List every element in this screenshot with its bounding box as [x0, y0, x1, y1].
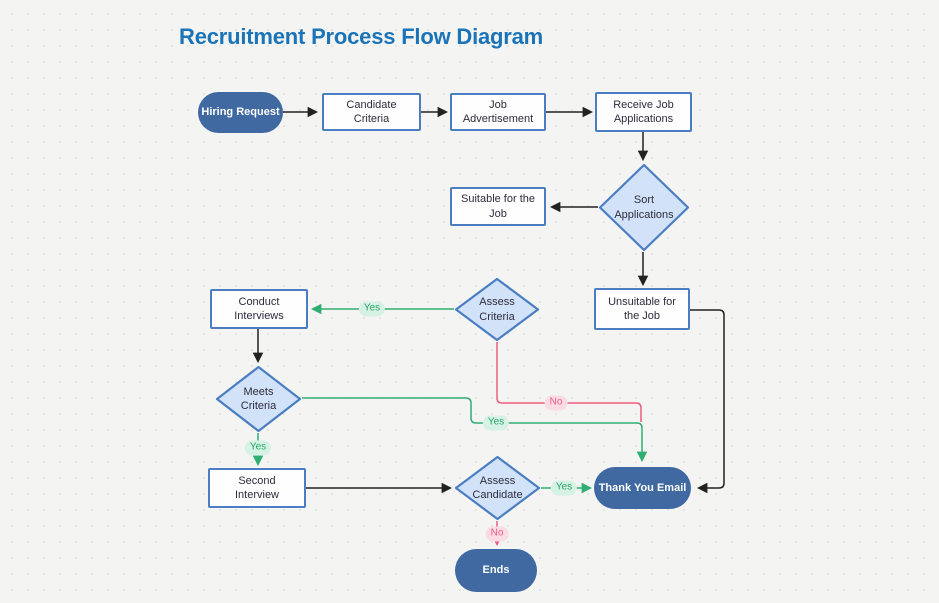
node-conduct-interviews[interactable]: Conduct Interviews [210, 289, 308, 329]
diamond-shape [215, 365, 302, 433]
edge-label-meets-criteria-yes: Yes [244, 440, 272, 456]
node-assess-criteria-label: Assess Criteria [479, 296, 515, 323]
node-unsuitable-for-the-job-label: Unsuitable for the Job [608, 295, 676, 322]
node-sort-applications[interactable]: Sort Applications [598, 163, 690, 252]
node-meets-criteria-label: Meets Criteria [240, 385, 277, 412]
node-sort-applications-label: Sort Applications [614, 194, 674, 221]
node-assess-criteria[interactable]: Assess Criteria [454, 277, 540, 342]
node-receive-job-applications[interactable]: Receive Job Applications [595, 92, 692, 132]
node-ends[interactable]: Ends [455, 549, 537, 592]
edge-label-assess-candidate-yes: Yes [550, 480, 578, 496]
node-suitable-for-the-job[interactable]: Suitable for the Job [450, 187, 546, 226]
page-title: Recruitment Process Flow Diagram [179, 24, 544, 49]
edge-label-assess-criteria-no: No [544, 395, 568, 411]
node-receive-job-applications-label: Receive Job Applications [613, 98, 674, 125]
diamond-shape [454, 277, 540, 342]
node-second-interview[interactable]: Second Interview [208, 468, 306, 508]
node-job-advertisement-label: Job Advertisement [462, 98, 534, 125]
edge-label-assess-criteria-yes: Yes [358, 301, 386, 317]
node-suitable-for-the-job-label: Suitable for the Job [461, 193, 535, 220]
node-conduct-interviews-label: Conduct Interviews [234, 295, 284, 322]
node-hiring-request-label: Hiring Request [201, 106, 280, 119]
node-assess-candidate[interactable]: Assess Candidate [454, 455, 541, 521]
node-thank-you-email[interactable]: Thank You Email [594, 467, 691, 509]
node-second-interview-label: Second Interview [234, 474, 280, 501]
node-ends-label: Ends [482, 564, 510, 577]
node-hiring-request[interactable]: Hiring Request [198, 92, 283, 133]
node-assess-candidate-label: Assess Candidate [472, 474, 523, 501]
node-unsuitable-for-the-job[interactable]: Unsuitable for the Job [594, 288, 690, 330]
edge-label-assess-candidate-no: No [485, 526, 509, 542]
edge-label-meets-criteria-yes-right: Yes [482, 415, 510, 431]
node-candidate-criteria-label: Candidate Criteria [346, 98, 397, 125]
node-thank-you-email-label: Thank You Email [598, 481, 687, 494]
node-candidate-criteria[interactable]: Candidate Criteria [322, 93, 421, 131]
diamond-shape [598, 163, 690, 252]
node-meets-criteria[interactable]: Meets Criteria [215, 365, 302, 433]
node-job-advertisement[interactable]: Job Advertisement [450, 93, 546, 131]
diamond-shape [454, 455, 541, 521]
